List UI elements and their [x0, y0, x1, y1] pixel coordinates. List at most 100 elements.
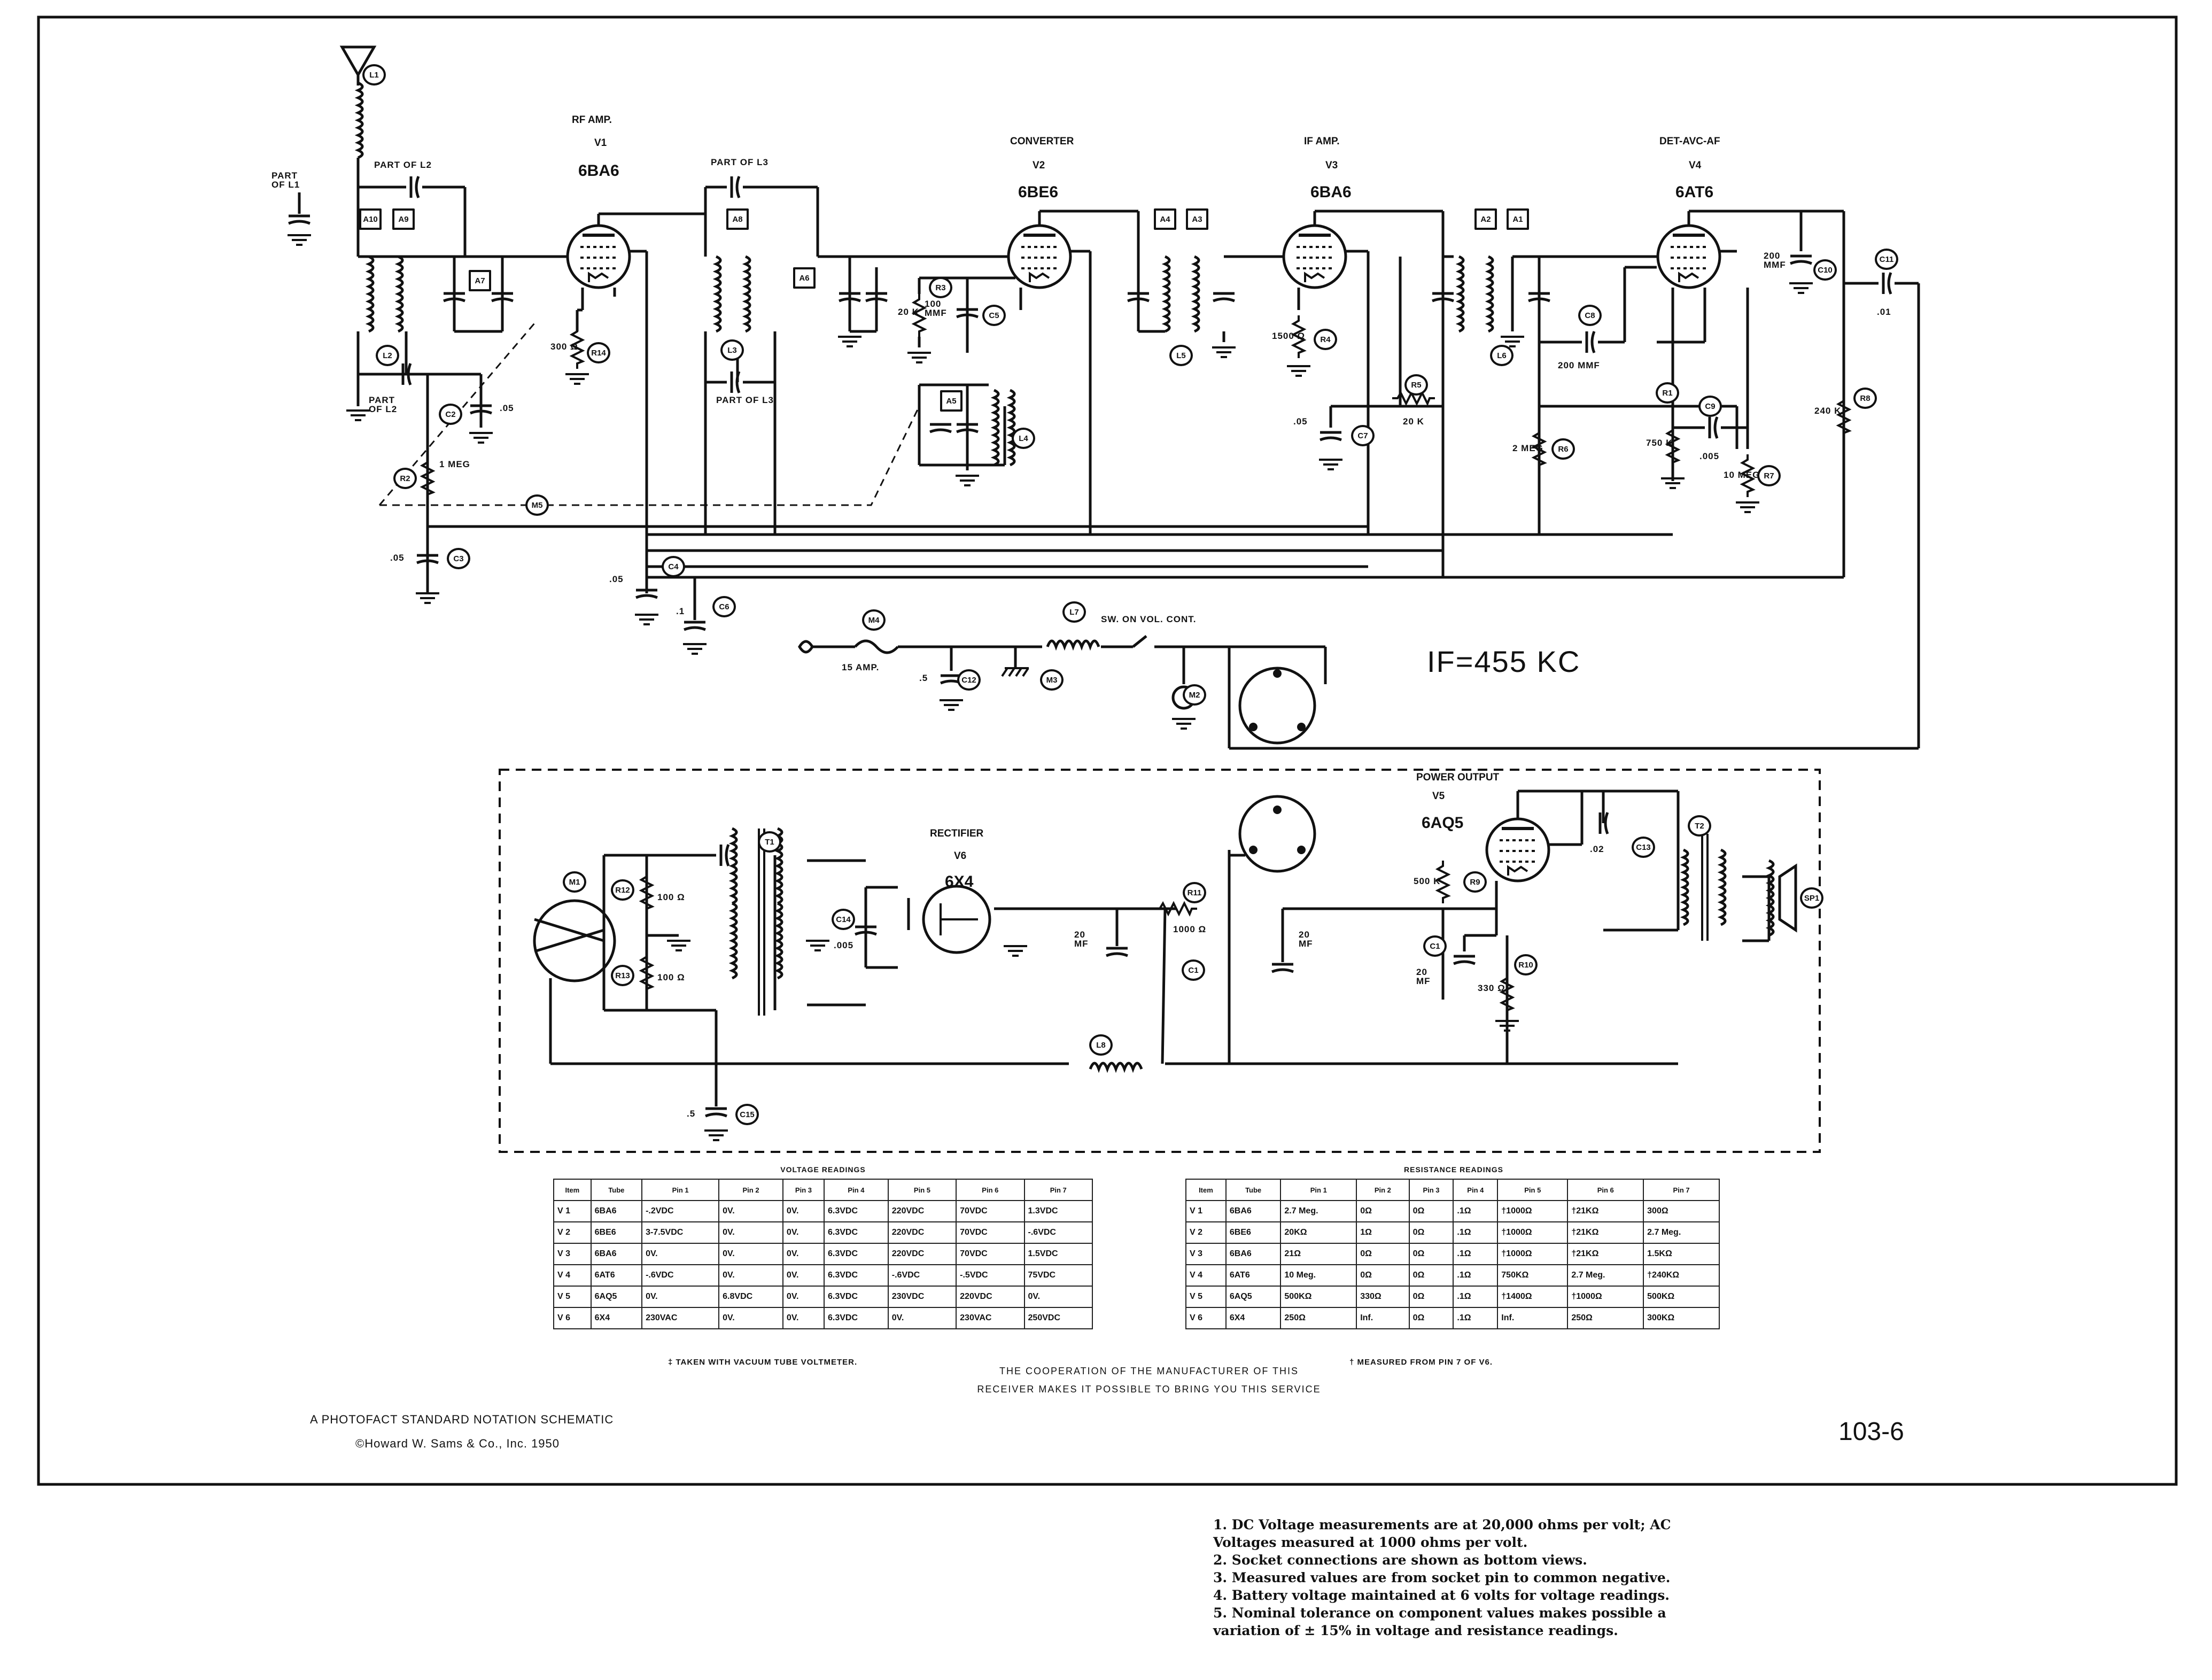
r5-value: 20 K	[1403, 416, 1424, 427]
resistance_table-cell: 6BA6	[1225, 1243, 1282, 1265]
resistance_table-header-cell: Item	[1185, 1179, 1227, 1201]
voltage_table-cell: 70VDC	[956, 1200, 1025, 1222]
marker-r1: R1	[1656, 382, 1679, 404]
voltage_table-cell: 6.8VDC	[718, 1286, 783, 1308]
note-line: 1. DC Voltage measurements are at 20,000…	[1213, 1517, 1671, 1532]
voltage_table-cell: -.2VDC	[641, 1200, 720, 1222]
resistance_table-cell: 2.7 Meg.	[1280, 1200, 1357, 1222]
resistance_table-cell: 6BA6	[1225, 1200, 1282, 1222]
l3-wiring	[599, 185, 1005, 535]
voltage_table-cell: 6BE6	[590, 1221, 643, 1244]
resistance_table-cell: 0Ω	[1408, 1264, 1454, 1287]
part-of-l3-top-label: PART OF L3	[711, 157, 769, 167]
marker-m4: M4	[862, 609, 886, 631]
voltage_table-cell: 0V.	[718, 1200, 783, 1222]
resistance_table-cell: 0Ω	[1356, 1243, 1410, 1265]
resistance-table-caption: RESISTANCE READINGS	[1404, 1165, 1503, 1174]
v6-label: V6	[954, 850, 967, 862]
resistance_table-header-cell: Pin 4	[1453, 1179, 1499, 1201]
resistance_table-cell: 1Ω	[1356, 1221, 1410, 1244]
voltage_table-cell: 6.3VDC	[824, 1243, 889, 1265]
voltage_table-cell: 6.3VDC	[824, 1221, 889, 1244]
marker-r13: R13	[611, 965, 634, 986]
tube-v1-type: 6BA6	[578, 162, 619, 180]
resistance_table-cell: 0Ω	[1408, 1243, 1454, 1265]
footer-copyright: ©Howard W. Sams & Co., Inc. 1950	[355, 1437, 560, 1450]
marker-m3: M3	[1040, 669, 1064, 691]
c6-value: .1	[676, 606, 685, 616]
r3-value: 20 K	[898, 307, 919, 317]
voltage_table-cell: 6AT6	[590, 1264, 643, 1287]
voltage_table-cell: -.6VDC	[641, 1264, 720, 1287]
voltage_table-cell: V 4	[553, 1264, 592, 1287]
voltage_table-cell: 6.3VDC	[824, 1264, 889, 1287]
bus-lines	[428, 525, 1844, 620]
marker-r11: R11	[1183, 882, 1206, 903]
tube-v4-type: 6AT6	[1675, 183, 1714, 201]
marker-r12: R12	[611, 879, 634, 901]
resistance_table-cell: 300KΩ	[1643, 1307, 1720, 1329]
part-of-l1-label: PART OF L1	[271, 171, 300, 190]
resistance_table-cell: .1Ω	[1453, 1286, 1499, 1308]
marker-a1: A1	[1507, 208, 1529, 230]
marker-c9: C9	[1698, 396, 1722, 417]
fuse-rating-label: 15 AMP.	[842, 662, 880, 672]
voltage_table-cell: V 2	[553, 1221, 592, 1244]
marker-r3: R3	[929, 277, 952, 298]
resistance_table-cell: 250Ω	[1567, 1307, 1644, 1329]
resistance_table-cell: †1000Ω	[1497, 1243, 1569, 1265]
resistance_table-header-cell: Pin 3	[1408, 1179, 1454, 1201]
voltage_table-cell: 230VDC	[887, 1286, 957, 1308]
footer-title: A PHOTOFACT STANDARD NOTATION SCHEMATIC	[310, 1413, 614, 1426]
resistance_table-cell: 500KΩ	[1280, 1286, 1357, 1308]
resistance_table-cell: 500KΩ	[1643, 1286, 1720, 1308]
marker-l7: L7	[1062, 601, 1086, 623]
marker-c7: C7	[1351, 425, 1375, 446]
c9-value: .005	[1699, 451, 1720, 461]
note-line: Voltages measured at 1000 ohms per volt.	[1213, 1535, 1528, 1550]
resistance_table-cell: 0Ω	[1356, 1264, 1410, 1287]
marker-c6: C6	[712, 596, 736, 617]
resistance_table-cell: 10 Meg.	[1280, 1264, 1357, 1287]
marker-a8: A8	[726, 208, 749, 230]
resistance_table-cell: V 1	[1185, 1200, 1227, 1222]
resistance_table-header-cell: Pin 6	[1567, 1179, 1644, 1201]
voltage_table-cell: 230VAC	[956, 1307, 1025, 1329]
voltage_table-cell: 0V.	[718, 1221, 783, 1244]
resistance_table-cell: 330Ω	[1356, 1286, 1410, 1308]
voltage_table-header-cell: Pin 3	[782, 1179, 825, 1201]
switch-label: SW. ON VOL. CONT.	[1101, 614, 1197, 624]
resistance_table-cell: .1Ω	[1453, 1221, 1499, 1244]
marker-l4: L4	[1012, 428, 1035, 449]
marker-r8: R8	[1853, 388, 1877, 409]
resistance_table-cell: V 5	[1185, 1286, 1227, 1308]
resistance_table-header-cell: Pin 1	[1280, 1179, 1357, 1201]
marker-c5: C5	[982, 305, 1006, 326]
marker-a3: A3	[1186, 208, 1208, 230]
voltage_table-cell: 0V.	[718, 1243, 783, 1265]
voltage_table-header-cell: Pin 6	[956, 1179, 1025, 1201]
marker-c14: C14	[832, 909, 855, 930]
voltage_table-cell: -.6VDC	[1023, 1221, 1093, 1244]
resistance_table-cell: 0Ω	[1408, 1221, 1454, 1244]
voltage_table-cell: 220VDC	[956, 1286, 1025, 1308]
socket-upper	[1238, 667, 1316, 745]
resistance_table-cell: †1000Ω	[1497, 1221, 1569, 1244]
marker-r14: R14	[587, 342, 610, 363]
sheet-border	[37, 16, 2178, 1486]
r11-value: 1000 Ω	[1173, 924, 1207, 934]
voltage_table-cell: V 6	[553, 1307, 592, 1329]
voltage_table-cell: 0V.	[782, 1307, 825, 1329]
resistance_table-cell: V 3	[1185, 1243, 1227, 1265]
voltage_table-cell: 230VAC	[641, 1307, 720, 1329]
r14-value: 300 Ω	[550, 342, 578, 352]
note-line: variation of ± 15% in voltage and resist…	[1213, 1623, 1618, 1638]
rectifier-tube	[922, 885, 991, 954]
resistance_table-cell: 1.5KΩ	[1643, 1243, 1720, 1265]
transformer-T1	[732, 829, 782, 1016]
tube-v5-type: 6AQ5	[1422, 814, 1464, 832]
r7-value: 10 MEG	[1724, 470, 1760, 480]
marker-c15: C15	[735, 1104, 759, 1125]
